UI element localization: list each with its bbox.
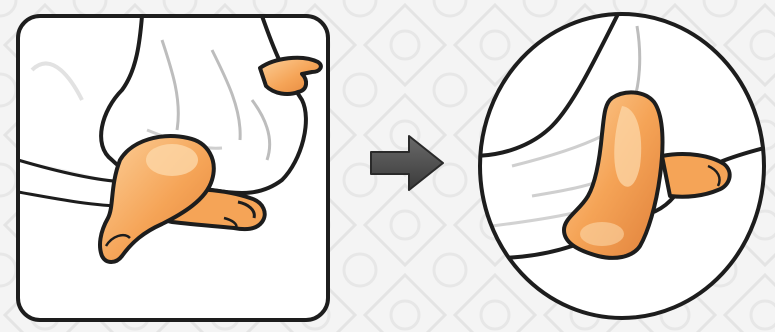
right-arrow-icon: [365, 130, 447, 196]
seated-foot-illustration: [12, 10, 334, 326]
foot-closeup-illustration: [472, 6, 772, 326]
